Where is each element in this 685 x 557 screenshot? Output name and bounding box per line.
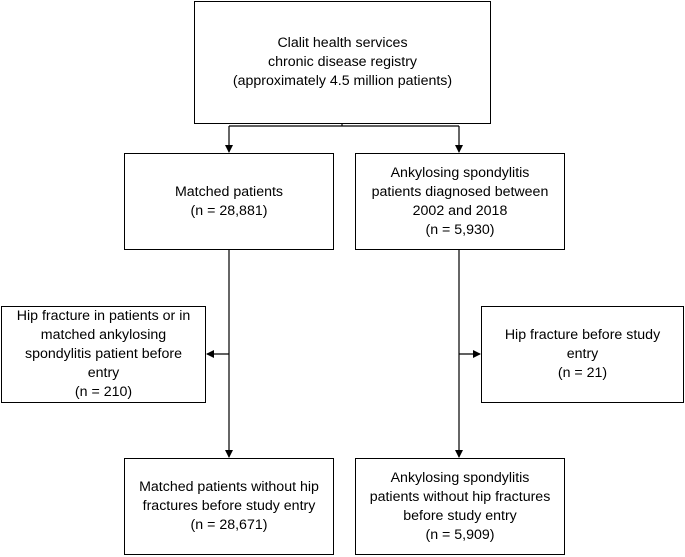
as-line-1: Ankylosing spondylitis [390, 164, 530, 181]
hip-left-line-3: spondylitis patient before [25, 346, 182, 362]
registry-box: Clalit health services chronic disease r… [194, 1, 491, 124]
hip-left-line-1: Hip fracture in patients or in [16, 308, 191, 324]
hip-right-line-3: (n = 21) [557, 365, 608, 381]
as-final-box: Ankylosing spondylitis patients without … [355, 458, 565, 555]
matched-final-line-1: Matched patients without hip [139, 479, 319, 495]
matched-final-line-3: (n = 28,671) [190, 517, 268, 533]
hip-left-line-5: (n = 210) [74, 384, 133, 400]
as-line-4: (n = 5,930) [425, 221, 495, 238]
as-line-2: patients diagnosed between [371, 183, 549, 200]
registry-line-3: (approximately 4.5 million patients) [232, 73, 453, 89]
registry-line-1: Clalit health services [277, 35, 408, 51]
matched-final-box: Matched patients without hip fractures b… [124, 458, 334, 555]
matched-line-1: Matched patients [174, 183, 284, 200]
as-patients-box: Ankylosing spondylitis patients diagnose… [355, 153, 565, 250]
as-final-line-1: Ankylosing spondylitis [390, 469, 530, 486]
hip-fracture-left-box: Hip fracture in patients or in matched a… [1, 306, 206, 403]
matched-final-line-2: fractures before study entry [142, 498, 316, 514]
hip-left-line-4: entry [87, 365, 120, 381]
hip-right-line-2: entry [566, 346, 599, 362]
matched-line-2: (n = 28,881) [190, 202, 268, 219]
hip-fracture-right-box: Hip fracture before study entry (n = 21) [481, 306, 684, 403]
hip-right-line-1: Hip fracture before study [504, 327, 661, 343]
as-final-line-2: patients without hip fractures [369, 488, 551, 505]
as-line-3: 2002 and 2018 [412, 202, 508, 219]
as-final-line-4: (n = 5,909) [425, 526, 495, 543]
matched-patients-box: Matched patients (n = 28,881) [124, 153, 334, 250]
as-final-line-3: before study entry [403, 507, 517, 524]
hip-left-line-2: matched ankylosing [40, 327, 167, 343]
registry-line-2: chronic disease registry [267, 54, 418, 70]
